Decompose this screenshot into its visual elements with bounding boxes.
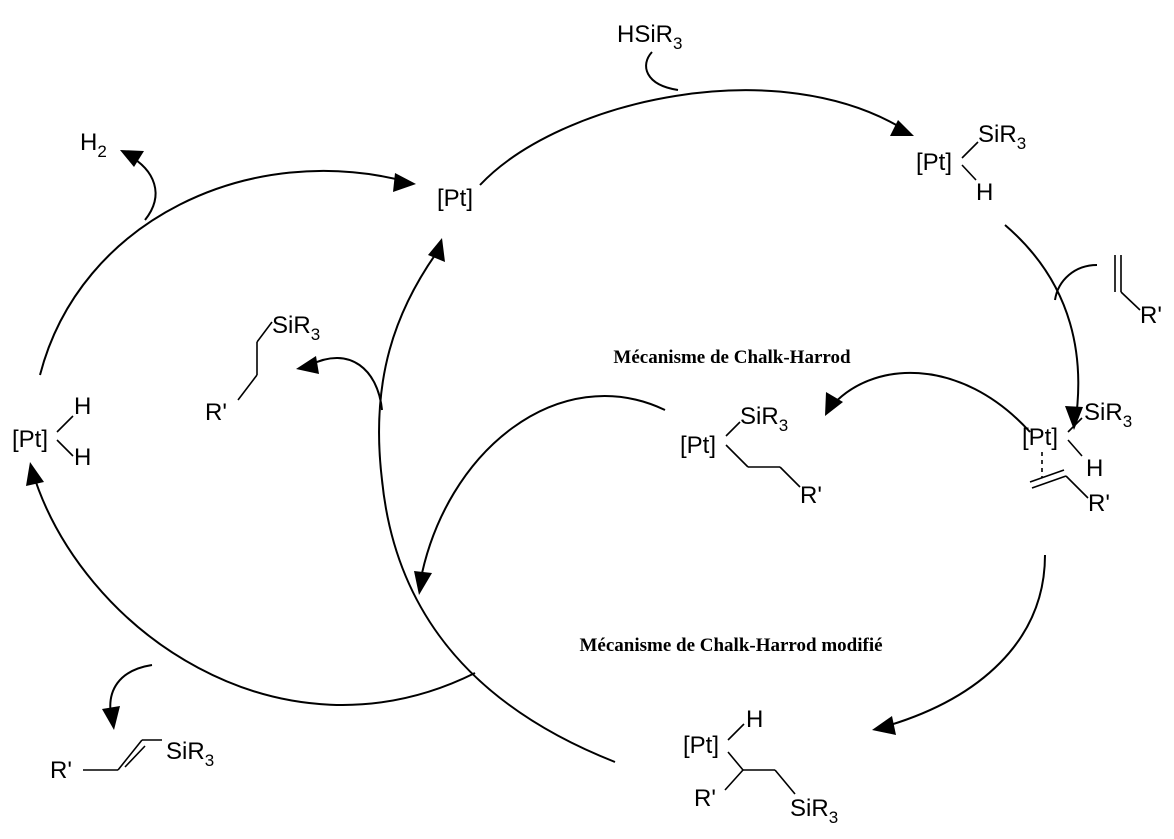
svg-text:HSiR3: HSiR3 [617, 21, 682, 53]
alkylsilane-product: SiR3 R' [205, 312, 320, 426]
svg-text:H: H [74, 393, 91, 420]
svg-text:H: H [976, 179, 993, 206]
pt-alkene-complex: [Pt] SiR3 H R' [1022, 399, 1132, 517]
svg-text:SiR3: SiR3 [790, 795, 838, 827]
vinylsilane-product: R' SiR3 [50, 738, 214, 784]
svg-text:SiR3: SiR3 [166, 738, 214, 770]
silane-entry-hook [645, 51, 679, 91]
arrowhead-product-release [296, 356, 319, 374]
svg-text:H2: H2 [80, 129, 107, 161]
arrowhead-silyl-insertion [872, 716, 896, 735]
svg-text:R': R' [694, 785, 716, 812]
svg-text:SiR3: SiR3 [978, 121, 1026, 153]
arc-reductive-elimination [378, 247, 616, 763]
pt-hydride-silylalkyl: [Pt] H R' SiR3 [683, 706, 838, 827]
arrowhead-vinylsilane-release [102, 706, 120, 730]
arc-product-release [309, 356, 383, 411]
svg-text:[Pt]: [Pt] [12, 426, 48, 453]
pt-dihydride: [Pt] H H [12, 393, 91, 471]
alkene-reagent: R' [1114, 255, 1162, 329]
arrowhead-return-pt [428, 238, 445, 262]
arrowhead-alkene-coordination [1065, 406, 1083, 430]
alkene-entry-hook [1054, 264, 1098, 301]
arc-h2-release [127, 154, 157, 221]
svg-text:H: H [1086, 455, 1103, 482]
svg-text:SiR3: SiR3 [1084, 399, 1132, 431]
svg-text:R': R' [800, 482, 822, 509]
svg-text:[Pt]: [Pt] [916, 149, 952, 176]
arrowhead-left-bottom [26, 462, 44, 486]
svg-text:H: H [74, 444, 91, 471]
svg-text:[Pt]: [Pt] [1022, 424, 1058, 451]
svg-text:R': R' [1140, 302, 1162, 329]
svg-text:H: H [746, 706, 763, 733]
pt-alkyl-intermediate: [Pt] SiR3 R' [680, 403, 822, 509]
svg-text:R': R' [205, 399, 227, 426]
svg-text:[Pt]: [Pt] [680, 432, 716, 459]
arc-migratory-insertion [829, 371, 1031, 433]
pt-catalyst-label: [Pt] [437, 185, 473, 212]
pt-silyl-hydride-complex: [Pt] SiR3 H [916, 121, 1026, 206]
svg-text:[Pt]: [Pt] [683, 732, 719, 759]
svg-text:R': R' [1088, 490, 1110, 517]
arc-left-bottom [31, 469, 476, 706]
hsir3-label: HSiR3 [617, 21, 682, 53]
arrowhead-left-top [393, 173, 416, 192]
arrowhead-oxidative-addition [890, 120, 914, 136]
svg-text:R': R' [50, 757, 72, 784]
arrowhead-migratory-insertion [825, 392, 843, 416]
title-chalk-harrod: Mécanisme de Chalk-Harrod [613, 347, 851, 368]
arc-oxidative-addition [479, 89, 909, 186]
arc-alkene-coordination [1004, 224, 1080, 426]
title-chalk-harrod-modified: Mécanisme de Chalk-Harrod modifié [579, 635, 882, 656]
arc-left-top [39, 169, 409, 376]
arc-pt-alkyl-return [419, 395, 666, 584]
arrowhead-h2-release [120, 150, 144, 167]
h2-label: H2 [80, 129, 107, 161]
svg-text:SiR3: SiR3 [740, 403, 788, 435]
arrowhead-pt-alkyl-return [414, 571, 432, 595]
svg-text:SiR3: SiR3 [272, 312, 320, 344]
arc-silyl-insertion [879, 554, 1046, 729]
